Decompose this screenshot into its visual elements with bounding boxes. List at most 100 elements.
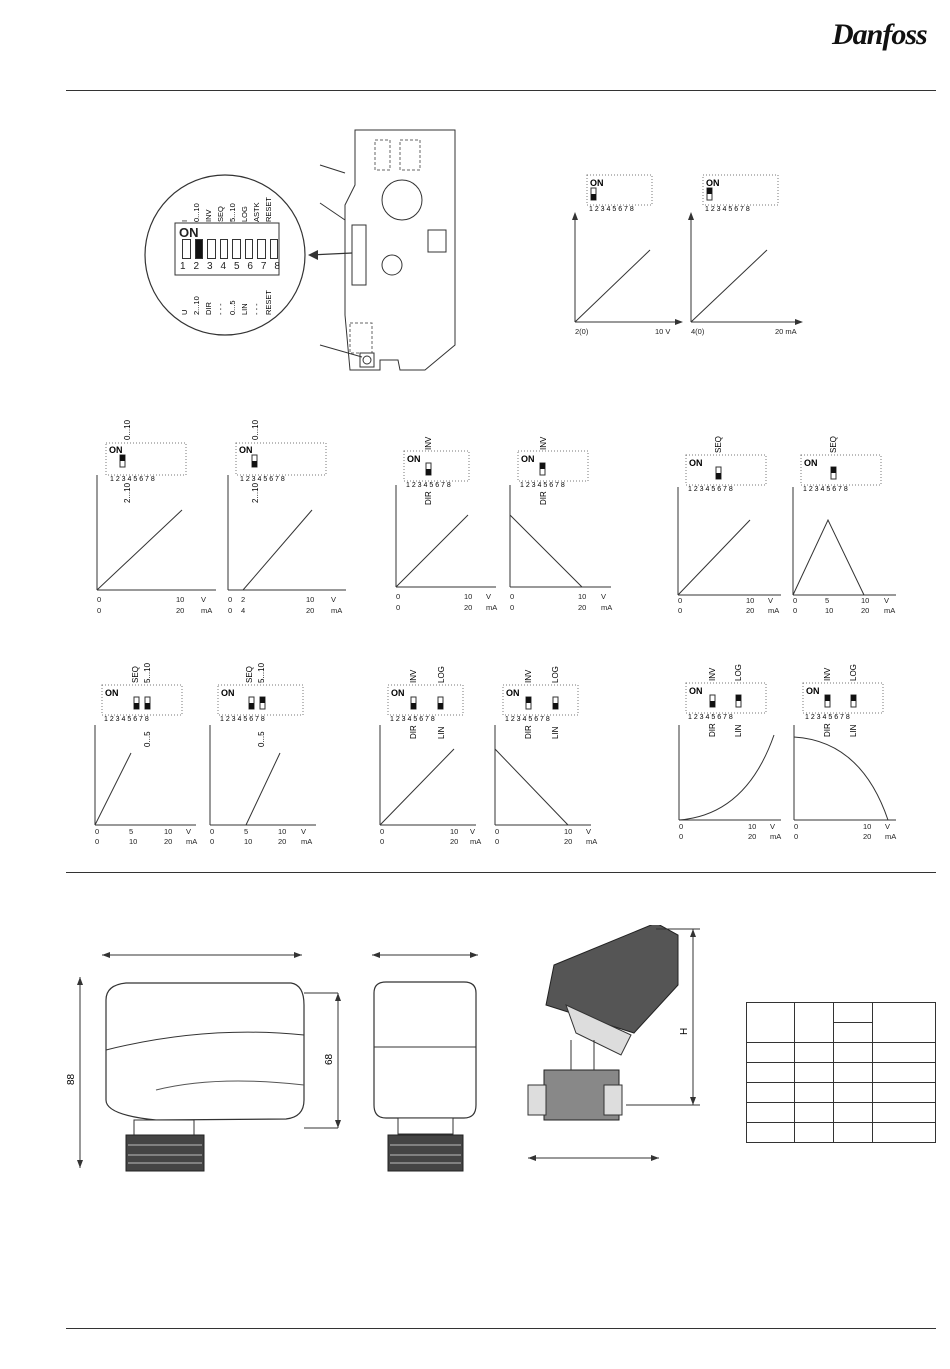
svg-text:1 2 3 4 5 6 7 8: 1 2 3 4 5 6 7 8 xyxy=(688,714,733,721)
svg-text:10: 10 xyxy=(863,822,871,831)
svg-text:20: 20 xyxy=(278,837,286,846)
svg-text:V: V xyxy=(201,595,206,604)
svg-text:mA: mA xyxy=(301,837,312,846)
actuator-on-valve: H xyxy=(527,925,700,1161)
svg-text:ON: ON xyxy=(689,458,703,468)
svg-text:10: 10 xyxy=(464,592,472,601)
svg-text:20: 20 xyxy=(578,603,586,612)
svg-text:mA: mA xyxy=(601,603,612,612)
svg-text:2...10: 2...10 xyxy=(123,482,132,503)
svg-text:LOG: LOG xyxy=(437,666,446,683)
dim-68: 68 xyxy=(324,1053,335,1065)
table-row xyxy=(746,1042,936,1063)
svg-text:20 mA: 20 mA xyxy=(775,327,797,336)
svg-text:5: 5 xyxy=(244,827,248,836)
svg-text:INV: INV xyxy=(708,667,717,681)
graph-seq-0-5: SEQ 5...10 ON 1 2 3 4 5 6 7 8 0...5 0 5 … xyxy=(94,662,197,846)
svg-text:20: 20 xyxy=(450,837,458,846)
svg-text:0...10: 0...10 xyxy=(251,419,260,440)
svg-text:DIR: DIR xyxy=(823,723,832,737)
svg-text:INV: INV xyxy=(823,667,832,681)
svg-text:5...10: 5...10 xyxy=(257,662,266,683)
svg-text:ON: ON xyxy=(109,445,123,455)
svg-text:0: 0 xyxy=(793,596,797,605)
divider-middle xyxy=(66,872,936,873)
graphs-row0: ON 1 2 3 4 5 6 7 8 2(0) 10 V ON 1 2 3 4 … xyxy=(572,174,803,336)
dip-top-label-1: I xyxy=(180,220,189,222)
svg-text:ON: ON xyxy=(407,454,421,464)
svg-text:1 2 3 4 5 6 7 8: 1 2 3 4 5 6 7 8 xyxy=(688,486,733,493)
svg-text:DIR: DIR xyxy=(708,723,717,737)
dip-top-label-4: SEQ xyxy=(216,206,225,222)
svg-text:2...10: 2...10 xyxy=(251,482,260,503)
svg-text:0: 0 xyxy=(510,592,514,601)
graph-current-0: ON 1 2 3 4 5 6 7 8 4(0) 20 mA xyxy=(688,174,803,336)
svg-text:LIN: LIN xyxy=(551,726,560,739)
dip-bottom-label-8: RESET xyxy=(264,290,273,315)
svg-text:0: 0 xyxy=(679,822,683,831)
svg-text:0: 0 xyxy=(210,827,214,836)
svg-text:0...5: 0...5 xyxy=(257,731,266,747)
svg-text:1 2 3 4 5 6 7 8: 1 2 3 4 5 6 7 8 xyxy=(805,714,850,721)
svg-text:0: 0 xyxy=(510,603,514,612)
svg-text:1 2 3 4 5 6 7 8: 1 2 3 4 5 6 7 8 xyxy=(520,482,565,489)
svg-text:DIR: DIR xyxy=(424,491,433,505)
svg-text:10: 10 xyxy=(746,596,754,605)
svg-text:0: 0 xyxy=(794,822,798,831)
svg-text:mA: mA xyxy=(186,837,197,846)
dip-bottom-label-2: 2...10 xyxy=(192,296,201,315)
graph-2-10-voltage: 0...10 ON 1 2 3 4 5 6 7 8 2...10 0 2 10 … xyxy=(227,419,346,615)
svg-text:20: 20 xyxy=(746,606,754,615)
svg-text:4(0): 4(0) xyxy=(691,327,705,336)
svg-text:0: 0 xyxy=(97,606,101,615)
svg-text:10: 10 xyxy=(244,837,252,846)
svg-text:1 2 3 4 5 6 7 8: 1 2 3 4 5 6 7 8 xyxy=(803,486,848,493)
svg-text:SEQ: SEQ xyxy=(714,436,723,453)
svg-text:10: 10 xyxy=(748,822,756,831)
table-row xyxy=(746,1082,936,1103)
dip-top-label-8: RESET xyxy=(264,197,273,222)
svg-text:0: 0 xyxy=(396,592,400,601)
svg-text:LIN: LIN xyxy=(849,724,858,737)
svg-text:0: 0 xyxy=(495,827,499,836)
svg-text:V: V xyxy=(486,592,491,601)
dip-bottom-label-4: - - - xyxy=(216,303,225,315)
svg-text:INV: INV xyxy=(424,436,433,450)
svg-text:mA: mA xyxy=(331,606,342,615)
table-row xyxy=(746,1102,936,1123)
svg-text:1 2 3 4 5 6 7 8: 1 2 3 4 5 6 7 8 xyxy=(240,476,285,483)
dip-bottom-label-1: U xyxy=(180,310,189,315)
svg-text:INV: INV xyxy=(524,669,533,683)
graph-inv-log: INV LOG ON 1 2 3 4 5 6 7 8 DIR LIN 0 10 … xyxy=(793,664,896,841)
svg-text:10 V: 10 V xyxy=(655,327,670,336)
svg-text:ON: ON xyxy=(521,454,535,464)
svg-text:20: 20 xyxy=(748,832,756,841)
svg-text:V: V xyxy=(601,592,606,601)
svg-text:0: 0 xyxy=(228,606,232,615)
svg-text:10: 10 xyxy=(278,827,286,836)
svg-text:10: 10 xyxy=(450,827,458,836)
svg-text:0: 0 xyxy=(679,832,683,841)
graph-seq-5-10: SEQ 5...10 ON 1 2 3 4 5 6 7 8 0...5 0 5 … xyxy=(209,662,316,846)
graph-inv-lin: INV LOG ON 1 2 3 4 5 6 7 8 DIR LIN 0 10 … xyxy=(494,666,597,846)
svg-text:mA: mA xyxy=(768,606,779,615)
dip-switches xyxy=(182,239,278,259)
actuator-front-view xyxy=(372,952,478,1172)
svg-text:20: 20 xyxy=(564,837,572,846)
divider-top xyxy=(66,90,936,91)
dimension-table xyxy=(746,1002,936,1143)
dip-bottom-label-6: LIN xyxy=(240,303,249,315)
svg-text:ON: ON xyxy=(706,178,720,188)
graph-0-10-voltage: 0...10 ON 1 2 3 4 5 6 7 8 2...10 0 10 V … xyxy=(96,419,216,615)
svg-text:0: 0 xyxy=(396,603,400,612)
svg-text:5: 5 xyxy=(129,827,133,836)
svg-text:10: 10 xyxy=(129,837,137,846)
svg-text:V: V xyxy=(770,822,775,831)
svg-text:0...5: 0...5 xyxy=(143,731,152,747)
svg-text:0: 0 xyxy=(678,596,682,605)
dim-h: H xyxy=(679,1028,690,1035)
svg-text:SEQ: SEQ xyxy=(829,436,838,453)
svg-text:1 2 3 4 5 6 7 8: 1 2 3 4 5 6 7 8 xyxy=(589,206,634,213)
svg-text:0: 0 xyxy=(95,827,99,836)
